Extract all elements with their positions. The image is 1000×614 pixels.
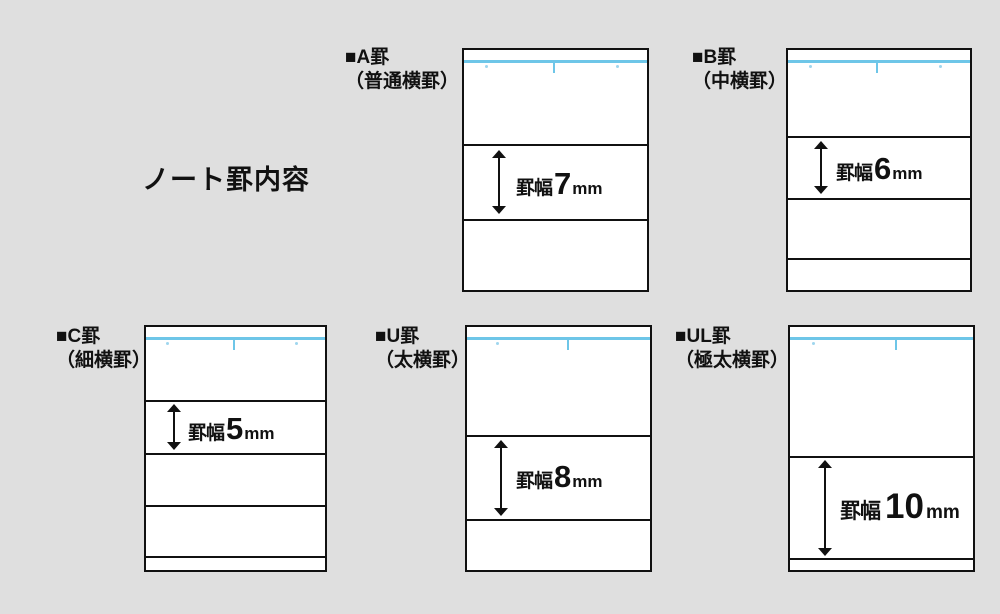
header-tick-ul xyxy=(895,340,897,350)
rule-code-b: ■B罫 xyxy=(692,47,737,68)
header-dot-right-c xyxy=(295,342,298,345)
measure-caption-c: 罫幅 5 mm xyxy=(188,413,275,444)
measure-caption-u: 罫幅 8 mm xyxy=(516,461,603,492)
sample-box-u: 罫幅 8 mm xyxy=(465,325,652,572)
measure-caption-b: 罫幅 6 mm xyxy=(836,153,923,184)
rule-line-u-1 xyxy=(467,435,650,437)
rule-line-a-2 xyxy=(464,219,647,221)
measure-unit-ul: mm xyxy=(925,502,960,523)
header-dot-left-c xyxy=(166,342,169,345)
rule-line-c-1 xyxy=(146,400,325,402)
header-tick-b xyxy=(876,63,878,73)
rule-label-u: ■U罫 （太横罫） xyxy=(375,325,470,374)
measure-value-a: 7 xyxy=(554,166,572,201)
measure-unit-u: mm xyxy=(572,472,603,491)
header-dot-right-a xyxy=(616,65,619,68)
measure-value-c: 5 xyxy=(226,411,244,446)
rule-line-ul-1 xyxy=(790,456,973,458)
rule-sub-b: （中横罫） xyxy=(692,71,788,93)
rule-sub-u: （太横罫） xyxy=(375,350,471,372)
rule-code-a: ■A罫 xyxy=(345,47,390,68)
measure-value-ul: 10 xyxy=(885,487,924,526)
rule-code-u: ■U罫 xyxy=(375,326,420,347)
measure-arrow-u xyxy=(494,440,508,516)
measure-caption-ul: 罫幅 10 mm xyxy=(840,489,960,524)
header-rule-c xyxy=(146,337,325,340)
rule-sub-ul: （極太横罫） xyxy=(675,350,790,372)
measure-word-ul: 罫幅 xyxy=(840,500,881,523)
rule-sub-c: （細横罫） xyxy=(56,350,152,372)
header-dot-left-a xyxy=(485,65,488,68)
header-dot-right-b xyxy=(939,65,942,68)
header-tick-c xyxy=(233,340,235,350)
measure-arrow-c xyxy=(167,404,181,450)
measure-word-u: 罫幅 xyxy=(516,471,553,492)
measure-arrow-b xyxy=(814,141,828,194)
rule-label-c: ■C罫 （細横罫） xyxy=(56,325,151,374)
header-rule-b xyxy=(788,60,970,63)
rule-code-c: ■C罫 xyxy=(56,326,101,347)
rule-line-u-2 xyxy=(467,519,650,521)
rule-label-a: ■A罫 （普通横罫） xyxy=(345,46,459,95)
measure-unit-b: mm xyxy=(892,164,923,183)
rule-line-ul-2 xyxy=(790,558,973,560)
header-dot-left-u xyxy=(496,342,499,345)
page-title: ノート罫内容 xyxy=(142,165,310,195)
rule-line-c-3 xyxy=(146,505,325,507)
rule-line-c-4 xyxy=(146,556,325,558)
measure-word-c: 罫幅 xyxy=(188,423,225,444)
rule-code-ul: ■UL罫 xyxy=(675,326,731,347)
sample-box-ul: 罫幅 10 mm xyxy=(788,325,975,572)
rule-label-ul: ■UL罫 （極太横罫） xyxy=(675,325,789,374)
rule-line-b-2 xyxy=(788,198,970,200)
measure-word-a: 罫幅 xyxy=(516,178,553,199)
header-tick-u xyxy=(567,340,569,350)
rule-line-a-1 xyxy=(464,144,647,146)
header-tick-a xyxy=(553,63,555,73)
header-rule-u xyxy=(467,337,650,340)
rule-line-b-1 xyxy=(788,136,970,138)
measure-unit-c: mm xyxy=(244,424,275,443)
rule-line-b-3 xyxy=(788,258,970,260)
measure-caption-a: 罫幅 7 mm xyxy=(516,168,603,199)
sample-box-a: 罫幅 7 mm xyxy=(462,48,649,292)
measure-word-b: 罫幅 xyxy=(836,163,873,184)
header-rule-a xyxy=(464,60,647,63)
rule-sub-a: （普通横罫） xyxy=(345,71,460,93)
measure-value-u: 8 xyxy=(554,459,572,494)
header-dot-left-b xyxy=(809,65,812,68)
measure-arrow-a xyxy=(492,150,506,214)
measure-value-b: 6 xyxy=(874,151,892,186)
header-dot-left-ul xyxy=(812,342,815,345)
measure-unit-a: mm xyxy=(572,179,603,198)
header-rule-ul xyxy=(790,337,973,340)
sample-box-b: 罫幅 6 mm xyxy=(786,48,972,292)
rule-line-c-2 xyxy=(146,453,325,455)
measure-arrow-ul xyxy=(818,460,832,556)
sample-box-c: 罫幅 5 mm xyxy=(144,325,327,572)
rule-label-b: ■B罫 （中横罫） xyxy=(692,46,787,95)
